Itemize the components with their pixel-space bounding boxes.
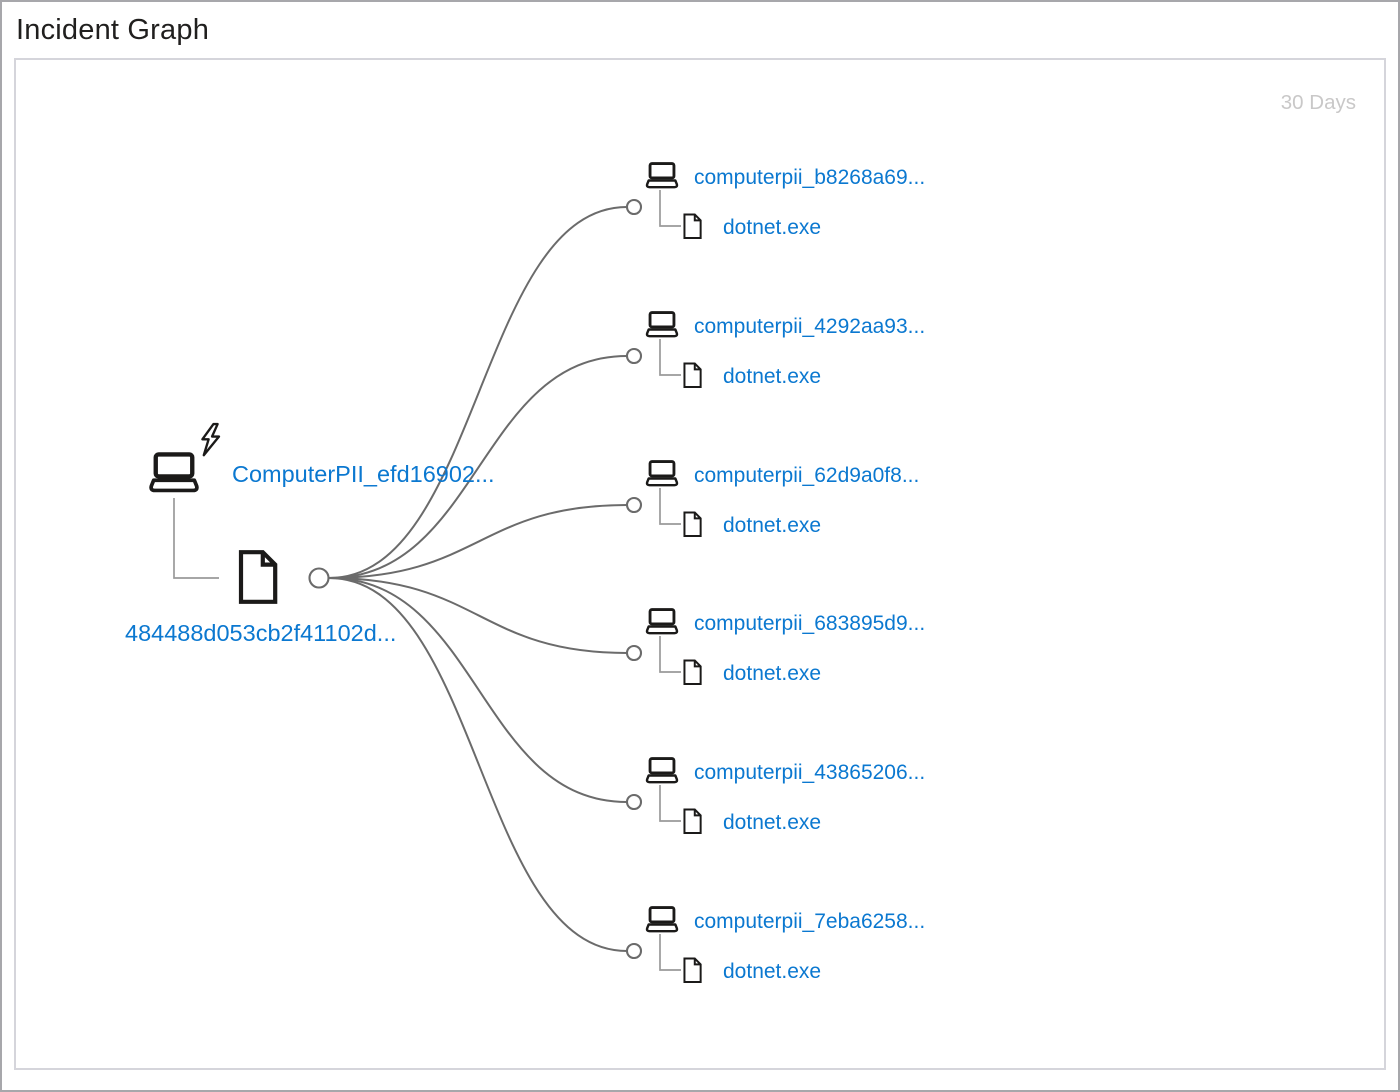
file-icon [683,808,702,834]
elbow-connector [659,190,681,227]
file-icon [683,213,702,239]
target-process-label[interactable]: dotnet.exe [723,662,821,685]
edge-to-machine-0 [328,206,628,579]
source-cluster: ComputerPII_efd16902... 484488d053cb2f41… [125,422,495,646]
source-elbow-connector [173,498,219,579]
target-node-4[interactable]: computerpii_43865206... dotnet.exe [625,757,925,834]
target-machine-label[interactable]: computerpii_43865206... [694,761,925,784]
target-machine-label[interactable]: computerpii_62d9a0f8... [694,464,919,487]
source-machine-label[interactable]: ComputerPII_efd16902... [232,461,495,487]
elbow-connector [659,934,681,971]
hub-node-circle [308,567,330,589]
edge-group [328,206,628,952]
elbow-connector [659,488,681,525]
elbow-connector [659,339,681,376]
edge-endpoint-circle [625,793,643,811]
laptop-icon [151,454,197,490]
target-node-2[interactable]: computerpii_62d9a0f8... dotnet.exe [625,460,919,537]
laptop-icon [645,460,679,487]
elbow-connector [659,636,681,673]
file-icon [683,362,702,388]
edge-endpoint-circle [625,644,643,662]
target-machine-label[interactable]: computerpii_7eba6258... [694,910,925,933]
title-bar: Incident Graph [2,2,1398,58]
incident-graph-panel: 30 Days ComputerPII_efd16902... 484488d0… [14,58,1386,1070]
edge-endpoint-circle [625,496,643,514]
target-node-0[interactable]: computerpii_b8268a69... dotnet.exe [625,162,925,239]
target-machine-label[interactable]: computerpii_b8268a69... [694,166,925,189]
target-node-1[interactable]: computerpii_4292aa93... dotnet.exe [625,311,925,388]
target-machine-label[interactable]: computerpii_683895d9... [694,612,925,635]
page-title: Incident Graph [16,13,210,46]
target-machine-label[interactable]: computerpii_4292aa93... [694,315,925,338]
laptop-icon [645,162,679,189]
target-node-3[interactable]: computerpii_683895d9... dotnet.exe [625,608,925,685]
edge-to-machine-2 [328,504,628,579]
edge-to-machine-1 [328,355,628,579]
laptop-icon [645,311,679,338]
target-node-5[interactable]: computerpii_7eba6258... dotnet.exe [625,906,925,983]
source-file-node[interactable]: 484488d053cb2f41102d... [125,552,396,646]
target-process-label[interactable]: dotnet.exe [723,960,821,983]
laptop-icon [645,906,679,933]
edge-endpoint-circle [625,942,643,960]
source-file-label[interactable]: 484488d053cb2f41102d... [125,620,396,646]
lightning-bolt-icon [201,422,221,457]
target-process-label[interactable]: dotnet.exe [723,811,821,834]
edge-to-machine-5 [328,577,628,952]
incident-graph-canvas[interactable]: 30 Days ComputerPII_efd16902... 484488d0… [16,60,1384,1066]
laptop-icon [645,608,679,635]
file-icon [683,957,702,983]
time-range-label: 30 Days [1281,91,1356,114]
file-icon [683,659,702,685]
file-icon [241,552,275,602]
target-process-label[interactable]: dotnet.exe [723,216,821,239]
target-process-label[interactable]: dotnet.exe [723,514,821,537]
edge-to-machine-3 [328,577,628,654]
edge-endpoint-circle [625,347,643,365]
elbow-connector [659,785,681,822]
edge-endpoint-circle [625,198,643,216]
edge-to-machine-4 [328,577,628,803]
source-machine-node[interactable]: ComputerPII_efd16902... [151,422,495,490]
file-icon [683,511,702,537]
target-process-label[interactable]: dotnet.exe [723,365,821,388]
laptop-icon [645,757,679,784]
